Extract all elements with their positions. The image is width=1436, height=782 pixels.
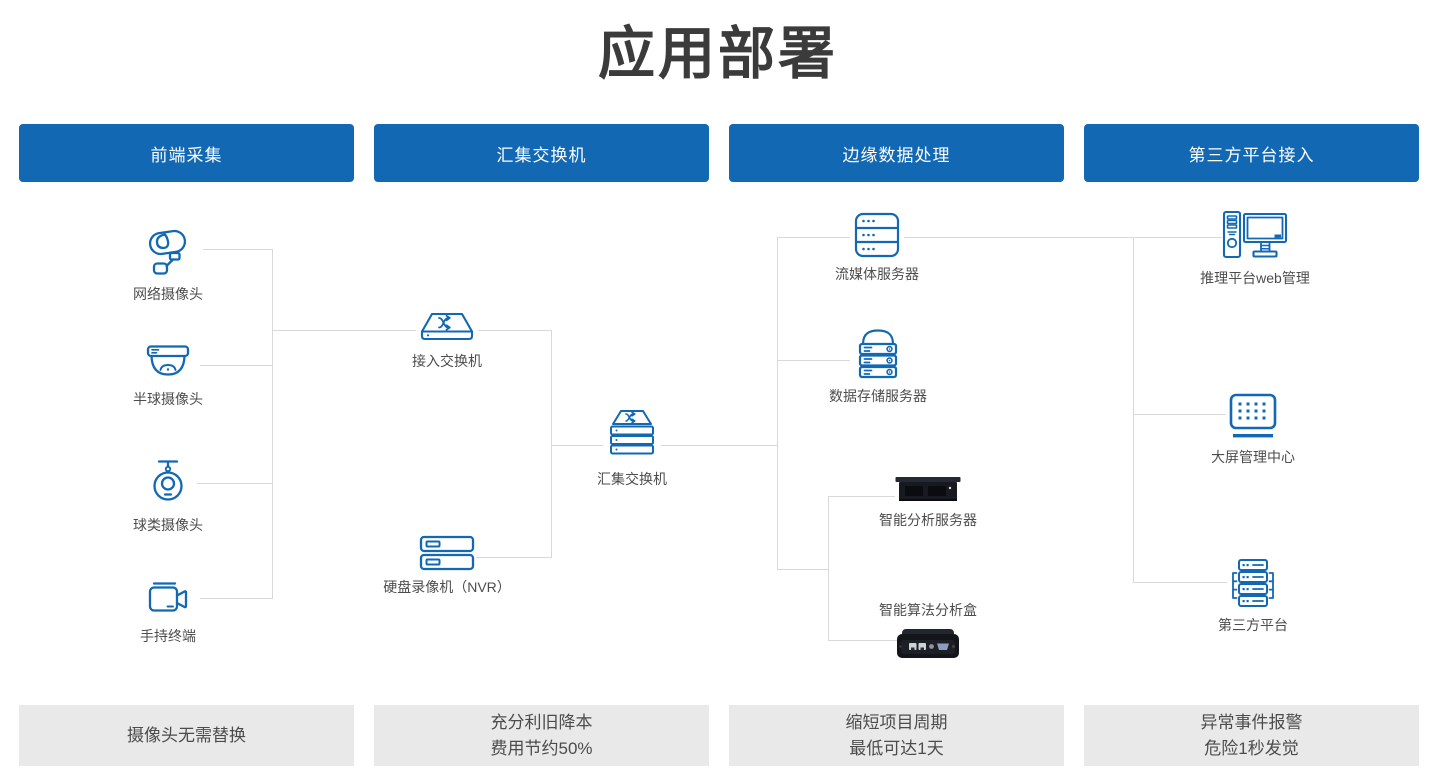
connector-line <box>828 496 829 641</box>
node-label: 大屏管理中心 <box>1211 449 1295 465</box>
node-label: 智能算法分析盒 <box>879 602 977 618</box>
connector-line <box>551 330 552 558</box>
analysis-box-photo <box>897 629 959 658</box>
node-handheld-terminal: 手持终端 <box>98 577 238 646</box>
connector-line <box>1133 237 1222 238</box>
column-header-edge-processing: 边缘数据处理 <box>729 124 1064 182</box>
footer-box-third-party: 异常事件报警 危险1秒发觉 <box>1084 705 1419 766</box>
connector-line <box>200 365 273 366</box>
node-access-switch: 接入交换机 <box>377 310 517 371</box>
connector-line <box>1133 414 1226 415</box>
node-analysis-box: 智能算法分析盒 <box>858 600 998 660</box>
node-label: 硬盘录像机（NVR） <box>383 579 511 595</box>
connector-line <box>1133 237 1134 583</box>
column-header-frontend-collection: 前端采集 <box>19 124 354 182</box>
footer-line: 缩短项目周期 <box>845 712 948 732</box>
page-title: 应用部署 <box>598 22 838 86</box>
node-nvr: 硬盘录像机（NVR） <box>377 534 517 597</box>
node-label: 网络摄像头 <box>133 286 203 302</box>
node-label: 数据存储服务器 <box>829 388 927 404</box>
footer-line: 最低可达1天 <box>849 738 944 758</box>
dome-camera-icon <box>140 342 196 384</box>
bullet-camera-icon <box>139 227 197 279</box>
footer-line: 异常事件报警 <box>1200 712 1303 732</box>
connector-line <box>272 330 416 331</box>
column-header-aggregation-switch: 汇集交换机 <box>374 124 709 182</box>
rack-server-photo <box>895 477 961 501</box>
connector-line <box>272 249 273 599</box>
connector-line <box>197 483 273 484</box>
node-third-party: 第三方平台 <box>1183 558 1323 635</box>
node-label: 智能分析服务器 <box>879 512 977 528</box>
node-label: 推理平台web管理 <box>1200 270 1310 286</box>
nvr-icon <box>417 534 477 572</box>
node-label: 第三方平台 <box>1218 617 1288 633</box>
stacked-switch-icon <box>602 408 662 464</box>
storage-server-icon <box>850 327 906 381</box>
footer-line: 费用节约50% <box>490 738 593 758</box>
connector-line <box>777 360 850 361</box>
connector-line <box>904 237 1134 238</box>
node-web-mgmt: 推理平台web管理 <box>1175 209 1335 288</box>
connector-line <box>661 445 778 446</box>
node-label: 球类摄像头 <box>133 517 203 533</box>
footer-line: 摄像头无需替换 <box>127 725 246 745</box>
connector-line <box>478 330 552 331</box>
connector-line <box>200 598 273 599</box>
footer-box-frontend: 摄像头无需替换 <box>19 705 354 766</box>
desktop-computer-icon <box>1222 209 1288 263</box>
node-label: 手持终端 <box>140 628 196 644</box>
third-party-platform-icon <box>1227 558 1279 610</box>
connector-line <box>777 569 829 570</box>
node-network-camera: 网络摄像头 <box>98 227 238 304</box>
node-big-screen: 大屏管理中心 <box>1183 392 1323 467</box>
big-screen-icon <box>1226 392 1280 438</box>
footer-box-edge: 缩短项目周期 最低可达1天 <box>729 705 1064 766</box>
connector-line <box>777 237 778 570</box>
footer-box-aggregation: 充分利旧降本 费用节约50% <box>374 705 709 766</box>
node-dome-camera: 半球摄像头 <box>98 342 238 409</box>
node-media-server: 流媒体服务器 <box>807 211 947 284</box>
column-header-third-party-access: 第三方平台接入 <box>1084 124 1419 182</box>
node-aggregation-switch: 汇集交换机 <box>562 408 702 489</box>
connector-line <box>1133 582 1227 583</box>
connector-line <box>828 496 895 497</box>
footer-line: 危险1秒发觉 <box>1204 738 1299 758</box>
node-label: 汇集交换机 <box>597 471 667 487</box>
footer-line: 充分利旧降本 <box>490 712 593 732</box>
node-label: 半球摄像头 <box>133 391 203 407</box>
node-ball-camera: 球类摄像头 <box>98 458 238 535</box>
server-icon <box>850 211 904 259</box>
camcorder-icon <box>142 577 194 621</box>
node-storage-server: 数据存储服务器 <box>808 327 948 406</box>
connector-line <box>551 445 603 446</box>
connector-line <box>828 640 897 641</box>
switch-icon <box>415 310 479 346</box>
connector-line <box>777 237 850 238</box>
connector-line <box>476 557 552 558</box>
node-label: 接入交换机 <box>412 353 482 369</box>
node-label: 流媒体服务器 <box>835 266 919 282</box>
connector-line <box>203 249 273 250</box>
ptz-camera-icon <box>145 458 191 510</box>
node-analysis-server: 智能分析服务器 <box>858 475 998 530</box>
